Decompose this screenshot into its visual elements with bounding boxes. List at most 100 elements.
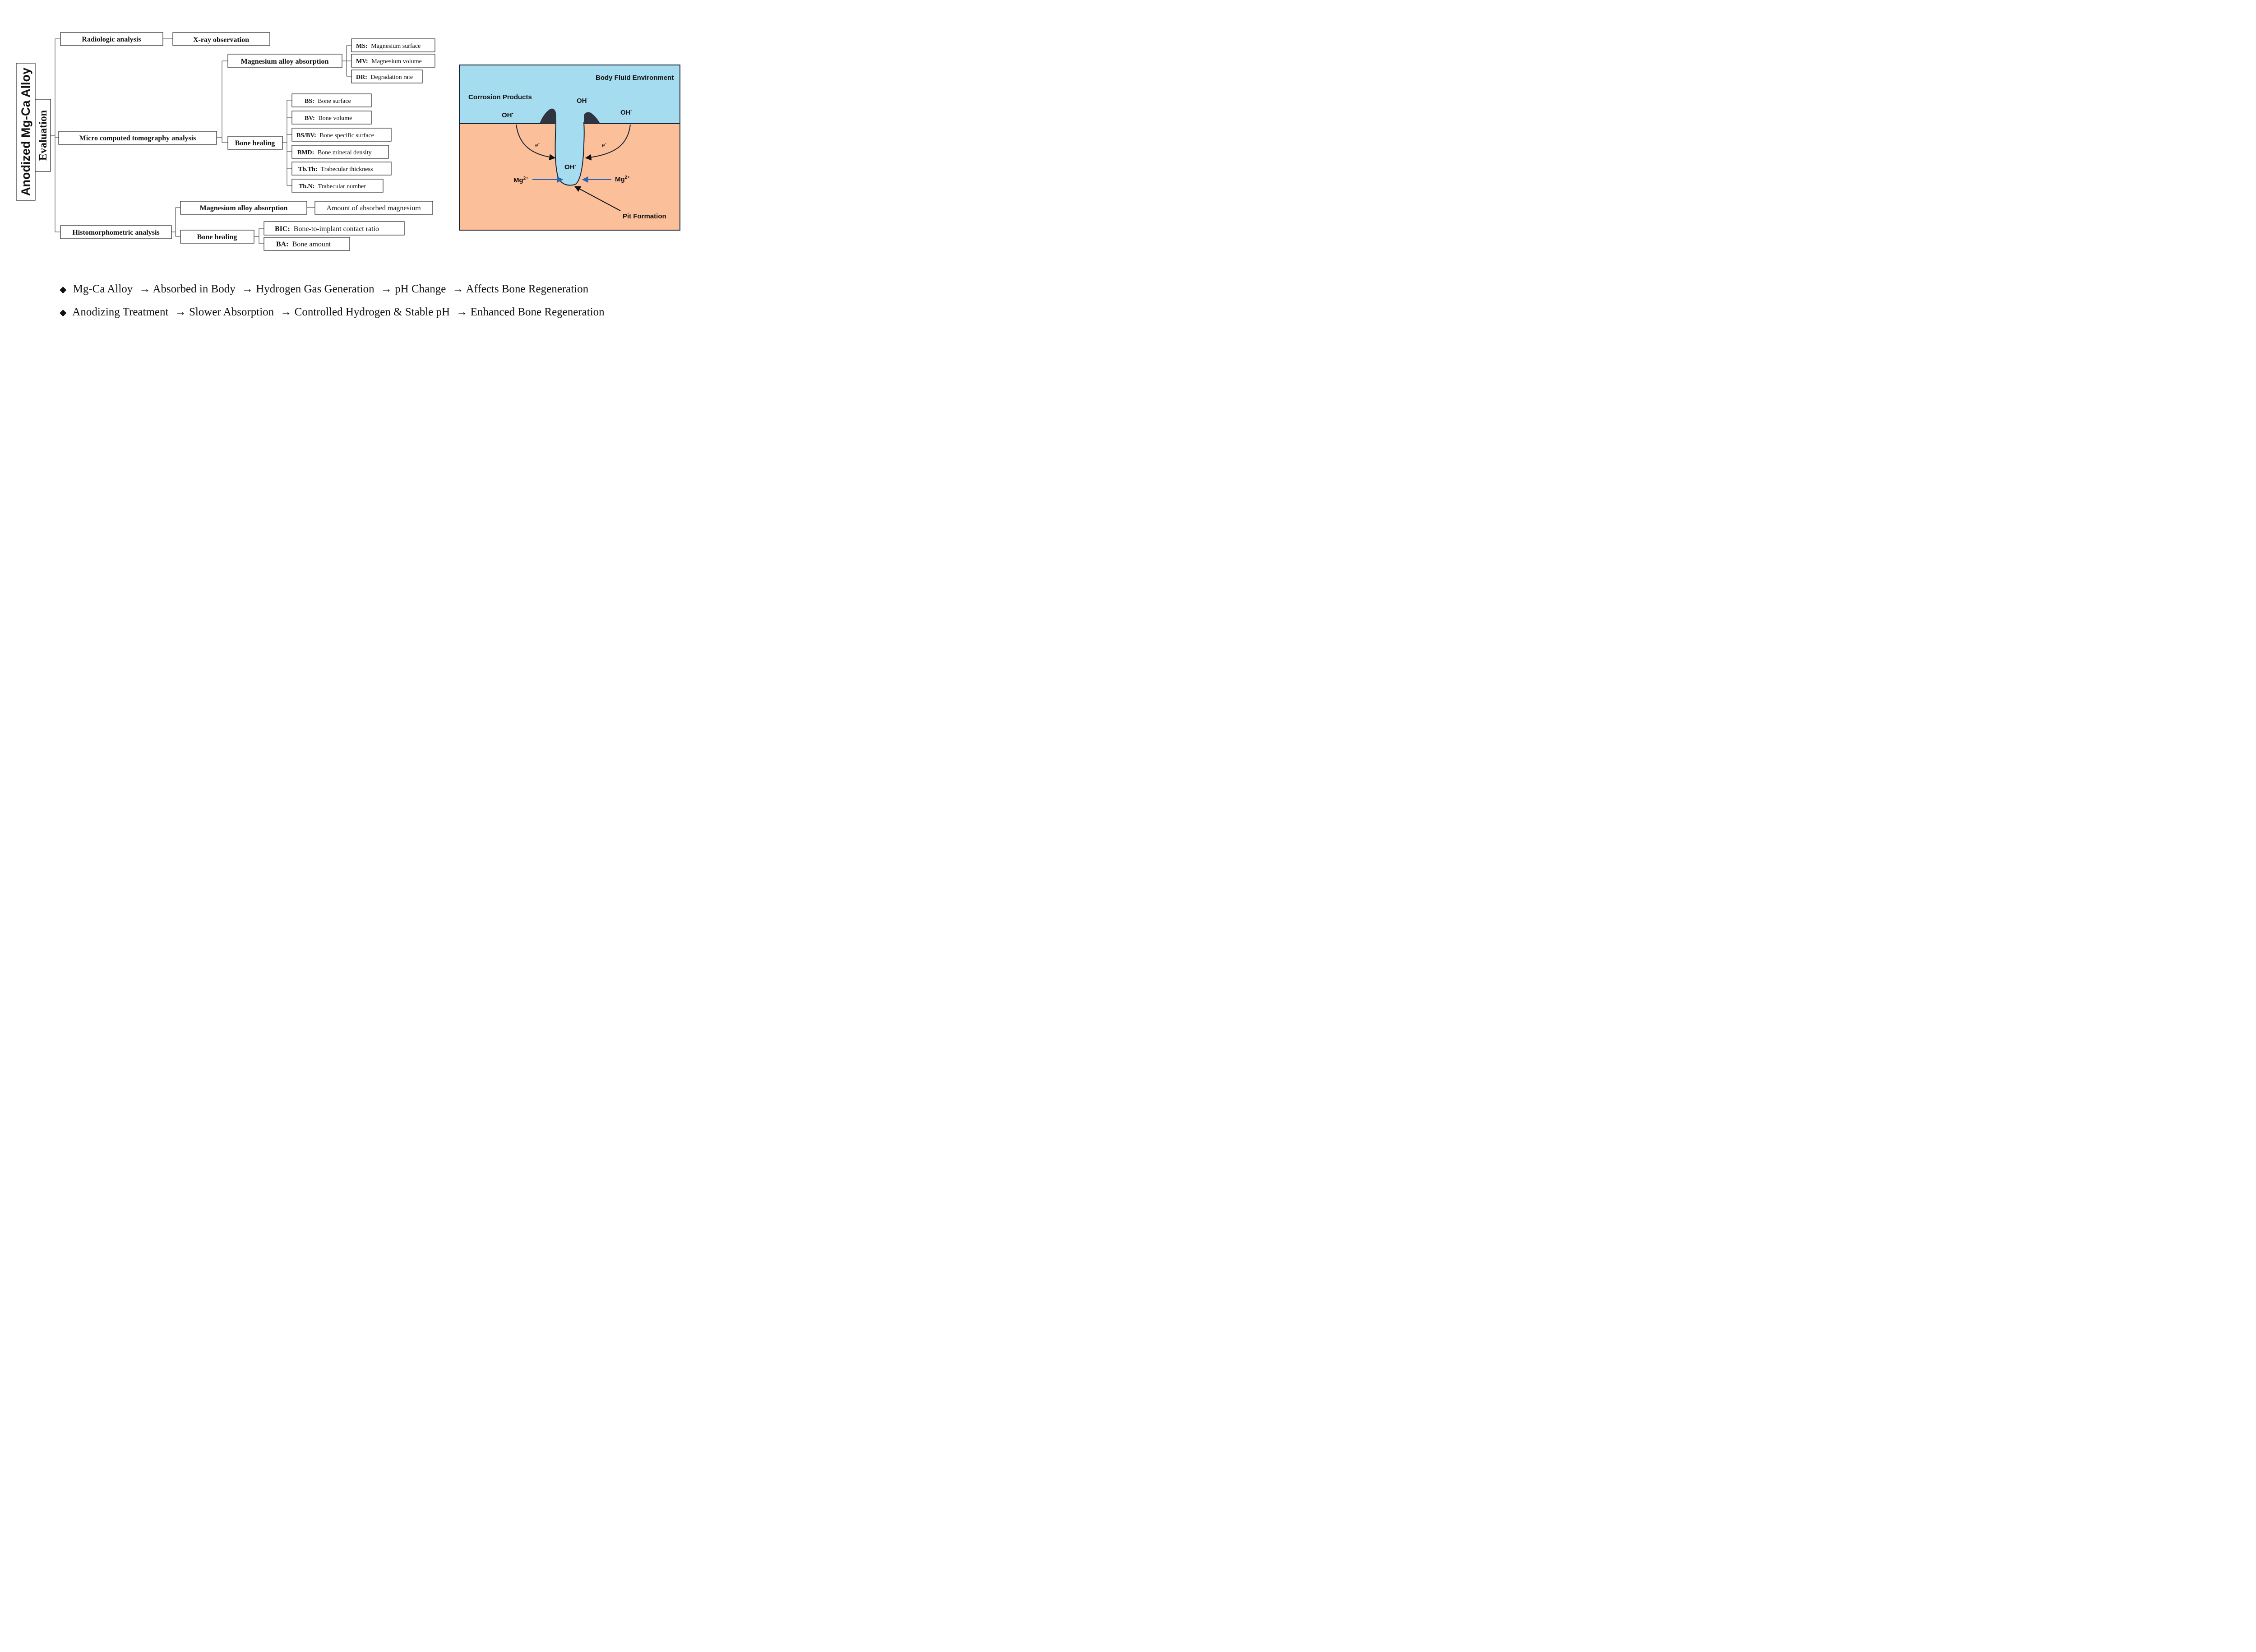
line1-step-4: → pH Change	[381, 283, 446, 295]
ct-healing-label: Bone healing	[235, 139, 275, 147]
bv-abbr: BV:	[305, 115, 315, 122]
oh-label-left: OH-	[502, 111, 513, 119]
bullet-line-2: ◆ Anodizing Treatment → Slower Absorptio…	[60, 306, 605, 318]
histo-healing-node: Bone healing	[180, 230, 254, 244]
electron-label-left: e-	[535, 141, 540, 149]
figure: Anodized Mg-Ca Alloy Evaluation Radiolog…	[16, 32, 680, 318]
tbth-desc: Trabecular thickness	[321, 166, 373, 173]
root-label: Anodized Mg-Ca Alloy	[19, 68, 32, 196]
dr-desc: Degradation rate	[370, 74, 413, 81]
line2-step-4: → Enhanced Bone Regeneration	[456, 306, 605, 318]
line2-step-3: → Controlled Hydrogen & Stable pH	[280, 306, 450, 318]
electron-label-right: e-	[602, 141, 606, 149]
bs-abbr: BS:	[305, 98, 314, 105]
electron-flow-left	[516, 124, 556, 161]
ct-healing-items: BS: Bone surface BV: Bone volume BS/BV: …	[291, 93, 392, 193]
tbn-abbr: Tb.N:	[299, 183, 314, 190]
svg-text:Tb.Th: Trabecular th: Tb.Th: Trabecular thickness	[298, 166, 373, 173]
svg-text:BV: Bone volume: BV: Bone volume	[305, 115, 352, 122]
svg-text:BA: Bone amount: BA: Bone amount	[276, 241, 331, 248]
mg-label-left: Mg2+	[513, 176, 528, 184]
corrosion-products-label: Corrosion Products	[468, 93, 532, 101]
mv-desc: Magnesium volume	[371, 58, 422, 65]
mv-item: MV: Magnesium volume	[351, 54, 435, 68]
oh-label-center: OH-	[577, 97, 588, 105]
svg-text:Tb.N: Trabecular num: Tb.N: Trabecular number	[299, 183, 366, 190]
mv-abbr: MV:	[356, 58, 368, 65]
svg-text:MV: Magnesium volume: MV: Magnesium volume	[356, 58, 422, 65]
bv-desc: Bone volume	[318, 115, 352, 122]
histo-absorption-node: Magnesium alloy absorption	[180, 201, 307, 215]
tree-connectors	[51, 38, 351, 244]
line1-step-3: → Hydrogen Gas Generation	[242, 283, 374, 295]
svg-text:BMD: Bone mineral de: BMD: Bone mineral density	[297, 149, 372, 156]
absorbed-magnesium-label: Amount of absorbed magnesium	[326, 204, 421, 212]
bullet-symbol-2: ◆	[60, 308, 67, 318]
pit	[555, 122, 585, 186]
corrosion-diagram: Body Fluid Environment Corrosion Product…	[459, 65, 680, 231]
micro-ct-node: Micro computed tomography analysis	[58, 131, 217, 145]
dr-abbr: DR:	[356, 74, 367, 81]
bs-bv-desc: Bone specific surface	[319, 132, 374, 139]
line1-step-2: → Absorbed in Body	[139, 283, 236, 295]
line1-step-1: Mg-Ca Alloy	[73, 283, 133, 295]
electron-flow-right	[585, 124, 631, 161]
line1-step-5: → Affects Bone Regeneration	[453, 283, 589, 295]
bs-bv-abbr: BS/BV:	[296, 132, 316, 139]
bmd-item: BMD: Bone mineral density	[291, 145, 389, 159]
summary-bullets: ◆ Mg-Ca Alloy → Absorbed in Body → Hydro…	[60, 283, 605, 318]
ba-abbr: BA:	[276, 241, 289, 248]
ct-absorption-items: MS: Magnesium surface MV: Magnesium volu…	[351, 38, 435, 83]
ms-item: MS: Magnesium surface	[351, 38, 435, 52]
bullet-symbol-1: ◆	[60, 285, 67, 295]
bic-abbr: BIC:	[275, 225, 290, 233]
radiologic-label: Radiologic analysis	[82, 36, 141, 43]
svg-text:BS: Bone surface: BS: Bone surface	[305, 98, 351, 105]
ba-item: BA: Bone amount	[264, 237, 350, 251]
ct-healing-node: Bone healing	[227, 136, 283, 150]
evaluation-box: Evaluation	[35, 99, 51, 172]
corrosion-frame	[459, 65, 680, 231]
dr-item: DR: Degradation rate	[351, 69, 423, 83]
bs-item: BS: Bone surface	[291, 93, 372, 107]
bmd-abbr: BMD:	[297, 149, 314, 156]
line2-step-2: → Slower Absorption	[175, 306, 274, 318]
ct-absorption-node: Magnesium alloy absorption	[227, 54, 342, 68]
bmd-desc: Bone mineral density	[318, 149, 372, 156]
histo-absorption-label: Magnesium alloy absorption	[200, 204, 288, 212]
line2-step-1: Anodizing Treatment	[72, 306, 168, 318]
svg-text:MS: Magnesium surfac: MS: Magnesium surface	[356, 43, 421, 50]
ba-desc: Bone amount	[292, 241, 331, 248]
corrosion-product-right	[584, 112, 600, 124]
tbn-desc: Trabecular number	[318, 183, 366, 190]
oh-label-pit: OH-	[564, 163, 576, 171]
ct-absorption-label: Magnesium alloy absorption	[241, 58, 329, 65]
micro-ct-label: Micro computed tomography analysis	[79, 134, 196, 142]
evaluation-tree: Anodized Mg-Ca Alloy Evaluation Radiolog…	[16, 32, 435, 251]
bs-desc: Bone surface	[318, 98, 351, 105]
bs-bv-item: BS/BV: Bone specific surface	[291, 128, 392, 142]
svg-text:DR: Degradation rate: DR: Degradation rate	[356, 74, 413, 81]
xray-node: X-ray observation	[172, 32, 270, 46]
mg-label-right: Mg2+	[615, 175, 630, 183]
pit-formation-label: Pit Formation	[623, 213, 666, 220]
tbn-item: Tb.N: Trabecular number	[291, 179, 384, 193]
svg-text:BIC: Bone-to-implant c: BIC: Bone-to-implant contact ratio	[275, 225, 379, 233]
bic-desc: Bone-to-implant contact ratio	[294, 225, 379, 233]
root-box: Anodized Mg-Ca Alloy	[16, 63, 36, 201]
ms-desc: Magnesium surface	[371, 43, 421, 50]
body-fluid-label: Body Fluid Environment	[596, 74, 674, 82]
histo-healing-label: Bone healing	[197, 233, 237, 241]
histo-node: Histomorphometric analysis	[60, 225, 172, 239]
ms-abbr: MS:	[356, 43, 368, 50]
evaluation-label: Evaluation	[37, 110, 49, 161]
absorbed-magnesium-node: Amount of absorbed magnesium	[314, 201, 433, 215]
pit-arrow	[574, 186, 621, 211]
corrosion-product-left	[540, 108, 556, 124]
histo-label: Histomorphometric analysis	[72, 229, 159, 236]
fluid-region	[459, 65, 680, 124]
oh-label-right: OH-	[620, 108, 632, 116]
radiologic-node: Radiologic analysis	[60, 32, 163, 46]
tbth-abbr: Tb.Th:	[298, 166, 317, 173]
bic-item: BIC: Bone-to-implant contact ratio	[264, 221, 405, 236]
